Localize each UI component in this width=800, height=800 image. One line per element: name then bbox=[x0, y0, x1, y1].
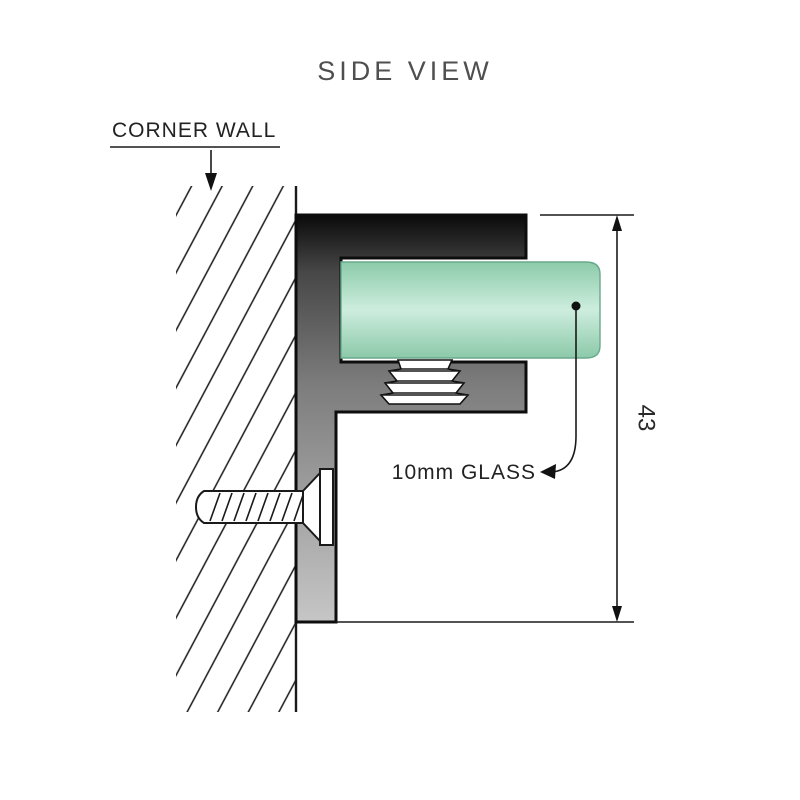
dimension-label: 43 bbox=[633, 405, 660, 432]
corner-wall-label: CORNER WALL bbox=[112, 119, 276, 142]
grub-screw-threads bbox=[381, 368, 468, 396]
bracket-profile bbox=[294, 213, 528, 624]
glass-callout: 10mm GLASS bbox=[392, 310, 577, 484]
arrow-left-icon bbox=[540, 464, 556, 479]
glass-leader-dot bbox=[571, 301, 581, 311]
glass-panel-group bbox=[340, 261, 601, 359]
wall-screw-threads bbox=[209, 492, 304, 522]
arrow-up-icon bbox=[612, 215, 622, 231]
wall-hatching bbox=[176, 186, 296, 712]
arrow-down-dim-icon bbox=[612, 606, 622, 622]
glass-label: 10mm GLASS bbox=[392, 461, 536, 484]
dimension-43: 43 bbox=[336, 214, 660, 623]
wall-screw-shaft bbox=[194, 490, 304, 524]
glass-panel bbox=[340, 261, 601, 359]
corner-wall-callout: CORNER WALL bbox=[110, 119, 280, 191]
wall-screw bbox=[194, 468, 334, 546]
arrow-down-icon bbox=[205, 173, 217, 191]
page-title: SIDE VIEW bbox=[317, 56, 493, 86]
grub-screw bbox=[379, 359, 470, 405]
wall-section bbox=[176, 186, 298, 712]
wall-screw-head-face bbox=[319, 468, 334, 546]
glass-leader-line bbox=[551, 310, 577, 473]
